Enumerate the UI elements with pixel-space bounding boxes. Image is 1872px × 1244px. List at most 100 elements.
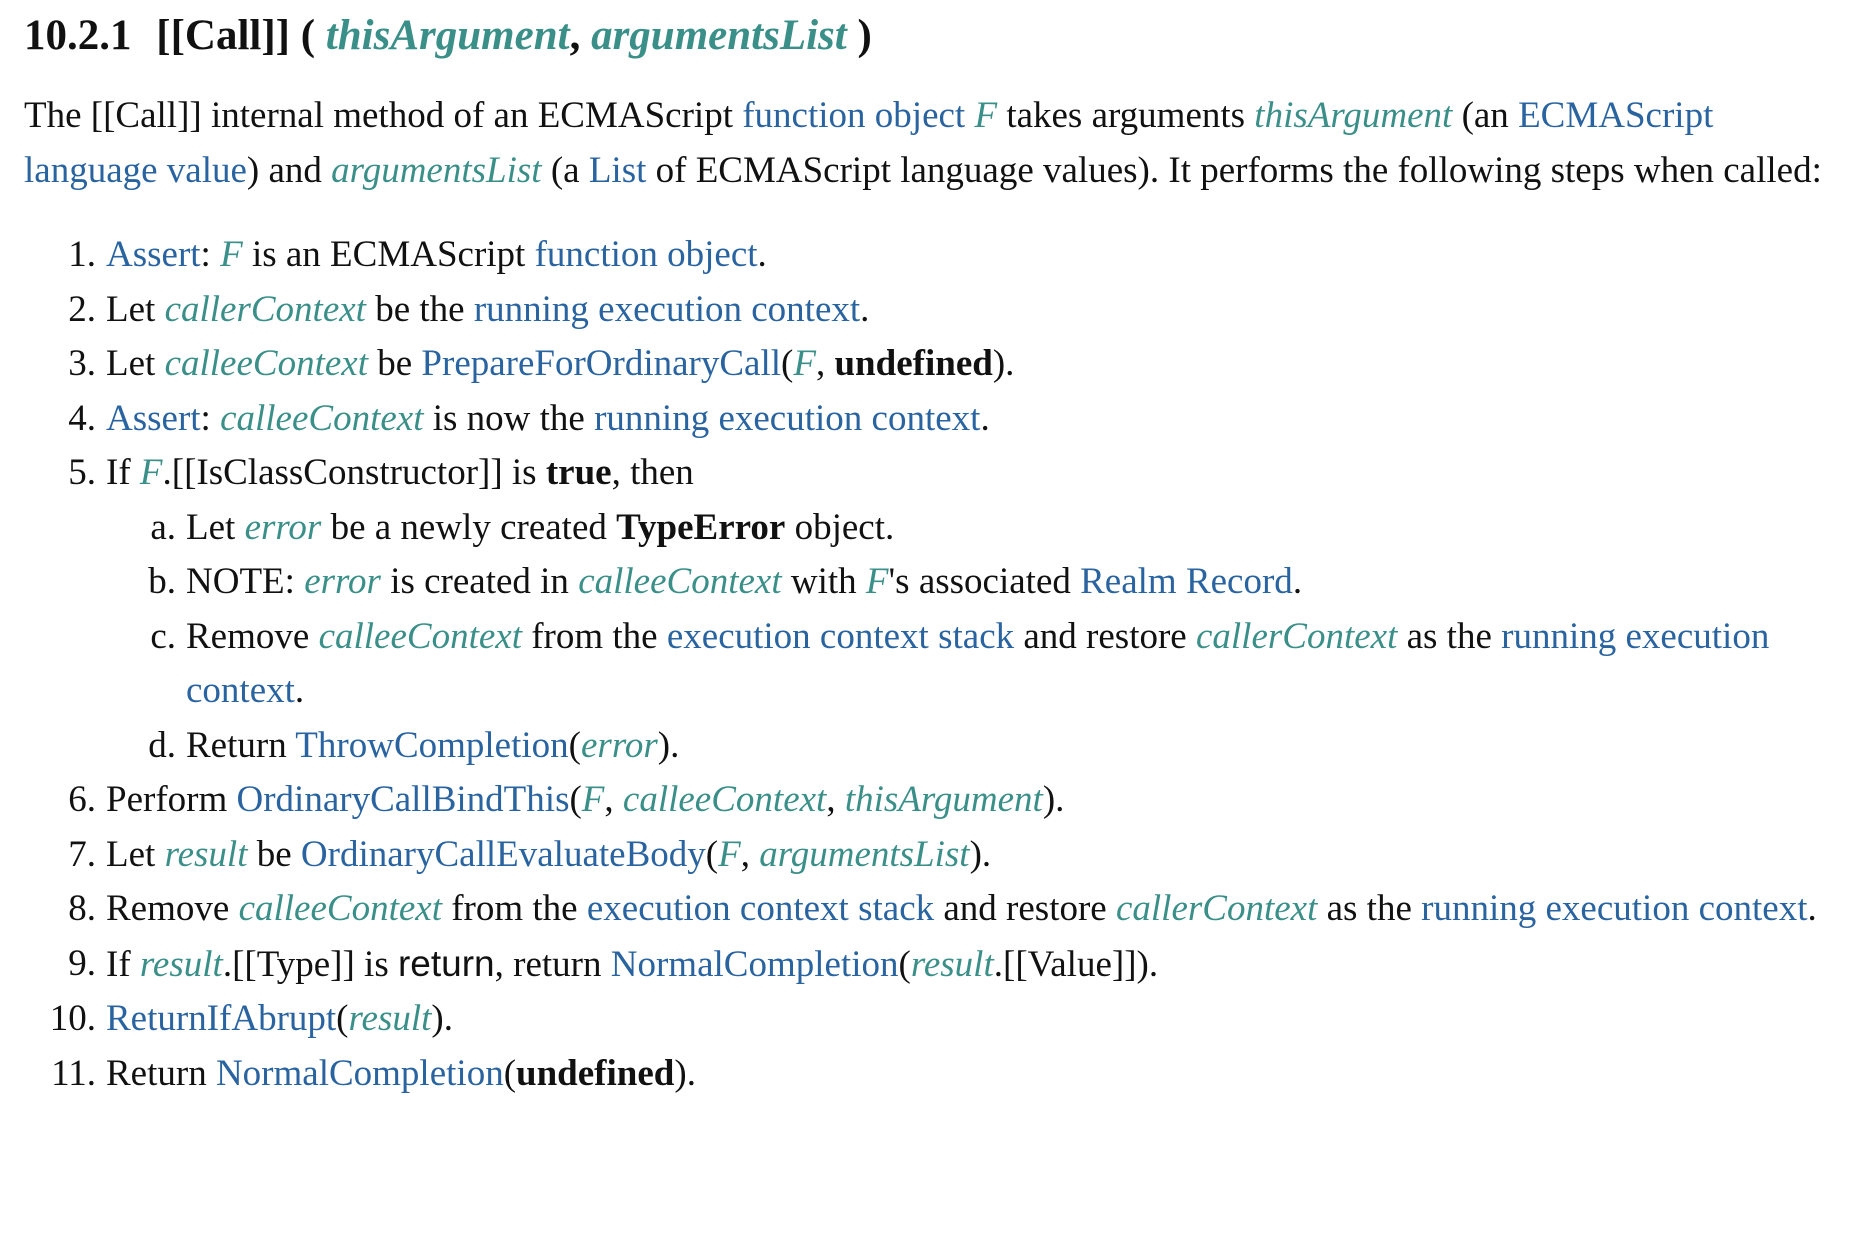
var-caller-context[interactable]: callerContext	[164, 288, 366, 330]
var-callee-context[interactable]: calleeContext	[318, 615, 522, 657]
section-heading: 10.2.1 [[Call]] ( thisArgument, argument…	[24, 6, 1848, 66]
step-text: :	[200, 234, 221, 275]
var-callee-context[interactable]: calleeContext	[238, 888, 442, 929]
link-prepare-for-ordinary-call[interactable]: PrepareForOrdinaryCall	[421, 343, 782, 384]
step-5b: b.NOTE: error is created in calleeContex…	[106, 555, 1848, 610]
step-number: 5.	[68, 452, 96, 493]
var-result[interactable]: result	[348, 998, 432, 1039]
step-text: with	[781, 561, 866, 602]
var-callee-context[interactable]: calleeContext	[164, 343, 368, 384]
intro-text: ) and	[246, 150, 332, 191]
substep-letter: d.	[148, 724, 176, 766]
step-text: .	[1292, 561, 1303, 602]
link-running-execution-context[interactable]: running execution context	[594, 397, 981, 439]
step-2: 2.Let callerContext be the running execu…	[24, 283, 1848, 338]
step-text: Return	[186, 724, 296, 766]
step-text: .	[980, 397, 990, 439]
var-error[interactable]: error	[244, 506, 322, 548]
keyword-true: true	[545, 452, 612, 493]
var-caller-context[interactable]: callerContext	[1115, 888, 1318, 929]
var-callee-context[interactable]: calleeContext	[578, 561, 782, 602]
link-running-execution-context[interactable]: running execution context	[186, 615, 1770, 712]
var-caller-context[interactable]: callerContext	[1195, 615, 1398, 657]
step-text: is an ECMAScript	[242, 234, 535, 275]
var-F[interactable]: F	[581, 779, 605, 820]
step-text: 's associated	[888, 561, 1081, 602]
step-text: .[[Value]]).	[993, 943, 1159, 985]
step-text: ).	[992, 343, 1015, 384]
link-assert[interactable]: Assert	[106, 397, 201, 439]
link-assert[interactable]: Assert	[106, 234, 201, 275]
step-text: .	[860, 288, 870, 330]
link-execution-context-stack[interactable]: execution context stack	[586, 888, 935, 929]
link-ordinary-call-evaluate-body[interactable]: OrdinaryCallEvaluateBody	[300, 833, 706, 875]
step-6: 6.Perform OrdinaryCallBindThis(F, callee…	[24, 773, 1848, 828]
var-F[interactable]: F	[718, 833, 741, 875]
step-number: 8.	[68, 888, 96, 929]
step-text: ).	[674, 1052, 696, 1094]
link-throw-completion[interactable]: ThrowCompletion	[295, 724, 569, 766]
var-error[interactable]: error	[581, 724, 658, 766]
var-arguments-list[interactable]: argumentsList	[759, 833, 970, 875]
substep-letter: c.	[150, 615, 176, 657]
var-this-argument[interactable]: thisArgument	[1254, 95, 1453, 136]
var-error[interactable]: error	[304, 561, 381, 602]
var-F[interactable]: F	[139, 452, 163, 493]
link-execution-context-stack[interactable]: execution context stack	[666, 615, 1015, 657]
var-this-argument[interactable]: thisArgument	[844, 779, 1043, 820]
step-number: 2.	[68, 288, 96, 330]
link-running-execution-context[interactable]: running execution context	[1421, 888, 1808, 929]
link-ordinary-call-bind-this[interactable]: OrdinaryCallBindThis	[236, 779, 570, 820]
keyword-typeerror: TypeError	[616, 506, 786, 548]
link-function-object[interactable]: function object	[742, 95, 966, 136]
link-realm-record[interactable]: Realm Record	[1080, 561, 1293, 602]
step-5d: d.Return ThrowCompletion(error).	[106, 719, 1848, 774]
var-F[interactable]: F	[793, 343, 816, 384]
step-text: , then	[611, 452, 694, 493]
heading-param-this-argument: thisArgument	[325, 12, 570, 59]
step-number: 4.	[68, 397, 96, 439]
var-result[interactable]: result	[164, 833, 248, 875]
step-1: 1.Assert: F is an ECMAScript function ob…	[24, 228, 1848, 283]
var-callee-context[interactable]: calleeContext	[622, 779, 827, 820]
link-running-execution-context[interactable]: running execution context	[473, 288, 861, 330]
step-number: 11.	[51, 1052, 96, 1094]
var-F[interactable]: F	[220, 234, 243, 275]
step-text: NOTE:	[186, 561, 305, 602]
var-result[interactable]: result	[139, 943, 223, 985]
step-text: object.	[785, 506, 895, 548]
var-arguments-list[interactable]: argumentsList	[331, 150, 542, 191]
link-function-object[interactable]: function object	[534, 234, 758, 275]
var-callee-context[interactable]: calleeContext	[220, 397, 424, 439]
step-5-substeps: a.Let error be a newly created TypeError…	[106, 501, 1848, 774]
step-11: 11.Return NormalCompletion(undefined).	[24, 1047, 1848, 1102]
link-normal-completion[interactable]: NormalCompletion	[610, 943, 899, 985]
intro-text: (an	[1452, 95, 1519, 136]
step-text: from the	[521, 615, 667, 657]
link-normal-completion[interactable]: NormalCompletion	[215, 1052, 504, 1094]
step-text: from the	[441, 888, 587, 929]
step-number: 9.	[68, 942, 96, 984]
var-F[interactable]: F	[974, 95, 998, 136]
step-text: be a newly created	[321, 506, 617, 548]
step-text: ,	[826, 779, 845, 820]
step-text: .	[757, 234, 767, 275]
link-ecmascript-language-value[interactable]: ECMAScript language value	[24, 95, 1714, 191]
step-text: Remove	[106, 888, 239, 929]
keyword-undefined: undefined	[834, 343, 993, 384]
step-text: If	[106, 943, 140, 985]
step-text: ).	[431, 998, 453, 1039]
var-result[interactable]: result	[910, 943, 994, 985]
link-return-if-abrupt[interactable]: ReturnIfAbrupt	[106, 998, 337, 1039]
substep-letter: a.	[150, 506, 176, 548]
step-text: is now the	[423, 397, 595, 439]
heading-close-paren: )	[857, 12, 872, 59]
keyword-undefined: undefined	[516, 1052, 675, 1094]
step-text: and restore	[1014, 615, 1196, 657]
link-list[interactable]: List	[588, 150, 647, 191]
step-5: 5.If F.[[IsClassConstructor]] is true, t…	[24, 446, 1848, 773]
step-text: (	[705, 833, 719, 875]
step-text: .[[Type]] is	[222, 943, 398, 985]
var-F[interactable]: F	[865, 561, 889, 602]
step-5c: c.Remove calleeContext from the executio…	[106, 610, 1848, 719]
